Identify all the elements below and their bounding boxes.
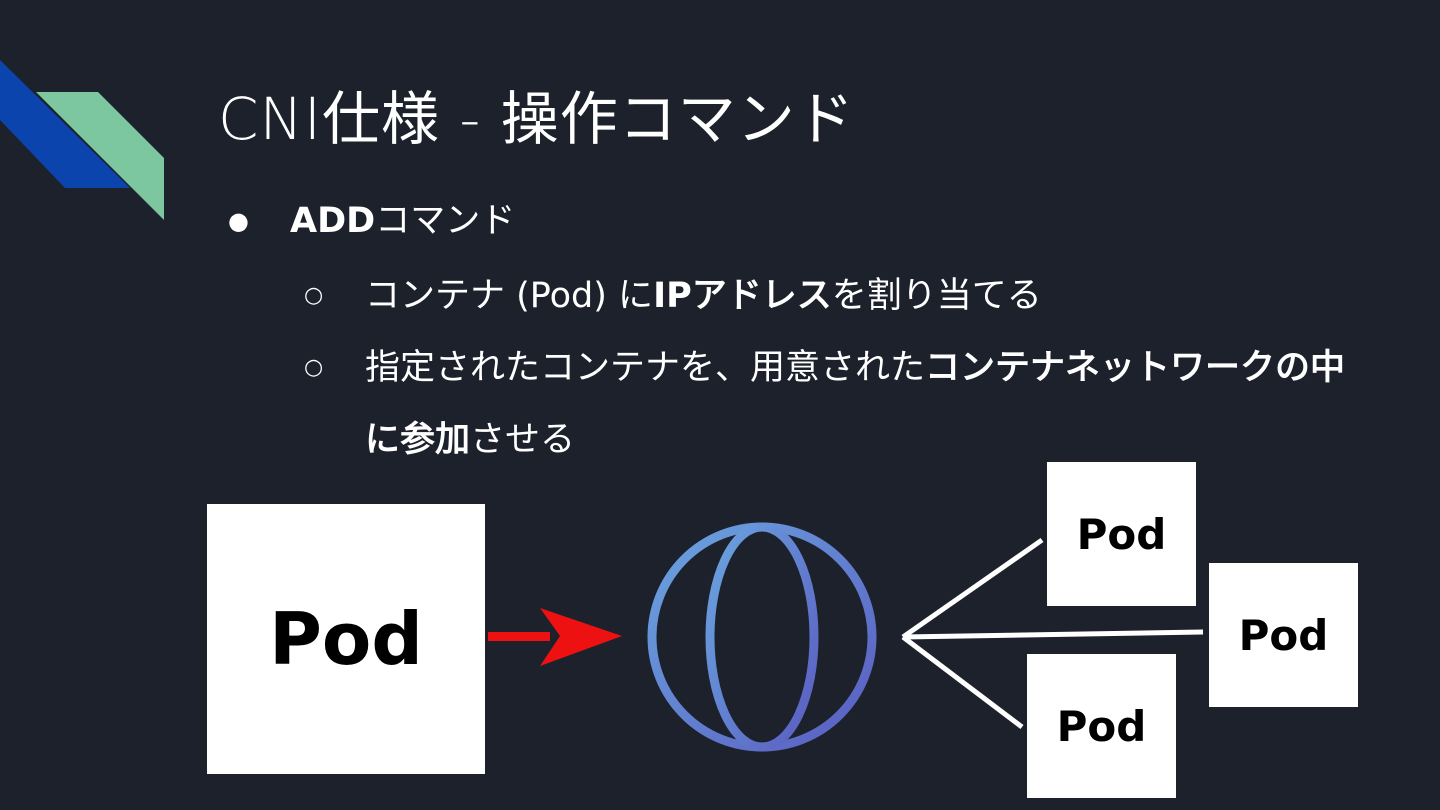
target-pod-label: Pod bbox=[1056, 701, 1147, 751]
bullet-item-add: ● ADDコマンド bbox=[228, 196, 1348, 246]
bullet-icon: ● bbox=[228, 207, 249, 235]
target-pod-box-right: Pod bbox=[1209, 563, 1358, 707]
sub-bullet-text: コンテナ (Pod) に bbox=[365, 276, 654, 316]
globe-icon bbox=[647, 522, 877, 752]
sub-bullet-join-network: ○ 指定されたコンテナを、用意されたコンテナネットワークの中に参加させる bbox=[228, 332, 1348, 476]
corner-decoration bbox=[0, 60, 164, 220]
arrow-icon bbox=[488, 608, 622, 666]
sub-bullet-assign-ip: ○ コンテナ (Pod) にIPアドレスを割り当てる bbox=[228, 260, 1348, 332]
sub-bullet-text: 指定されたコンテナを、用意された bbox=[365, 348, 926, 388]
sub-bullet-bold: コンテナネットワークの中に参加 bbox=[365, 348, 1346, 460]
source-pod-label: Pod bbox=[269, 597, 423, 681]
sub-bullet-text: を割り当てる bbox=[831, 276, 1042, 316]
sub-bullet-icon: ○ bbox=[304, 283, 324, 308]
target-pod-label: Pod bbox=[1076, 509, 1167, 559]
teal-stripe bbox=[36, 92, 164, 220]
bullet-bold: ADD bbox=[290, 201, 376, 241]
sub-bullet-bold: IPアドレス bbox=[653, 276, 832, 316]
sub-bullet-text: させる bbox=[470, 420, 576, 460]
bullet-text: コマンド bbox=[375, 201, 516, 241]
source-pod-box: Pod bbox=[207, 504, 485, 774]
target-pod-box-bottom: Pod bbox=[1027, 654, 1176, 798]
blue-stripe bbox=[0, 60, 130, 188]
connector-lines bbox=[901, 537, 1204, 729]
target-pod-box-top: Pod bbox=[1047, 462, 1196, 606]
sub-bullet-icon: ○ bbox=[304, 355, 324, 380]
slide-title: CNI仕様 - 操作コマンド bbox=[218, 85, 855, 153]
target-pod-label: Pod bbox=[1238, 610, 1329, 660]
bullet-list: ● ADDコマンド ○ コンテナ (Pod) にIPアドレスを割り当てる ○ 指… bbox=[228, 196, 1348, 476]
